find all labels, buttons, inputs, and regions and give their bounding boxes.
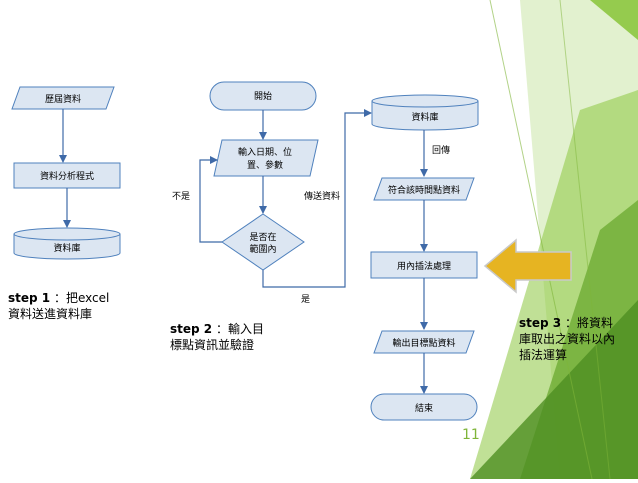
database1-shape bbox=[13, 227, 121, 260]
end-shape bbox=[370, 393, 478, 421]
yellow-arrow-icon bbox=[483, 238, 572, 294]
step1-line2: 資料送進資料庫 bbox=[8, 307, 93, 321]
step2-tail: ：輸入目 bbox=[215, 322, 264, 336]
flow3: 資料庫 回傳 符合該時間點資料 用內插法處理 輸出目標點資料 結束 bbox=[370, 94, 479, 421]
step3-tail: ：將資料 bbox=[564, 316, 613, 330]
step3-line3: 插法運算 bbox=[519, 348, 568, 362]
step2-head: step 2 bbox=[170, 322, 213, 336]
output-text: 輸出目標點資料 bbox=[392, 337, 455, 349]
no-label: 不是 bbox=[172, 191, 190, 202]
history-data-shape bbox=[11, 86, 115, 110]
database1-text: 資料庫 bbox=[53, 242, 80, 254]
return-label: 回傳 bbox=[432, 144, 450, 156]
step3-head: step 3 bbox=[519, 316, 562, 330]
output-shape bbox=[373, 330, 475, 354]
step1-tail: ：把excel bbox=[53, 291, 110, 305]
step2-line2: 標點資訊並驗證 bbox=[170, 338, 255, 352]
step3-line2: 庫取出之資料以內 bbox=[519, 332, 616, 346]
analysis-program-text: 資料分析程式 bbox=[40, 170, 94, 182]
input-shape bbox=[213, 139, 319, 177]
flow2: 開始 輸入日期、位 置、參數 是否在 範圍內 不是 是 傳送資料 bbox=[172, 81, 372, 305]
green-decoration bbox=[470, 0, 638, 480]
flow1: 歷屆資料 資料分析程式 資料庫 bbox=[11, 86, 121, 260]
match-time-shape bbox=[373, 177, 475, 201]
database2-shape bbox=[371, 94, 479, 131]
input-text-1: 輸入日期、位 bbox=[238, 146, 292, 158]
decision-text-2: 範圍內 bbox=[249, 243, 276, 255]
history-data-text: 歷屆資料 bbox=[45, 93, 81, 105]
interpolation-text: 用內插法處理 bbox=[397, 260, 451, 272]
send-label: 傳送資料 bbox=[304, 190, 340, 202]
page-number: 11 bbox=[462, 427, 480, 443]
step3-caption: step 3 ：將資料 庫取出之資料以內 插法運算 bbox=[519, 315, 615, 363]
input-text-2: 置、參數 bbox=[247, 159, 283, 171]
yes-label: 是 bbox=[301, 294, 310, 305]
step1-caption: step 1 ：把excel 資料送進資料庫 bbox=[8, 290, 109, 322]
step2-caption: step 2 ：輸入目 標點資訊並驗證 bbox=[170, 321, 264, 353]
match-time-text: 符合該時間點資料 bbox=[388, 184, 460, 196]
decision-text-1: 是否在 bbox=[249, 231, 276, 243]
interpolation-shape bbox=[370, 251, 478, 279]
start-text: 開始 bbox=[254, 90, 272, 102]
step1-head: step 1 bbox=[8, 291, 51, 305]
database2-text: 資料庫 bbox=[411, 111, 438, 123]
end-text: 結束 bbox=[415, 402, 433, 414]
